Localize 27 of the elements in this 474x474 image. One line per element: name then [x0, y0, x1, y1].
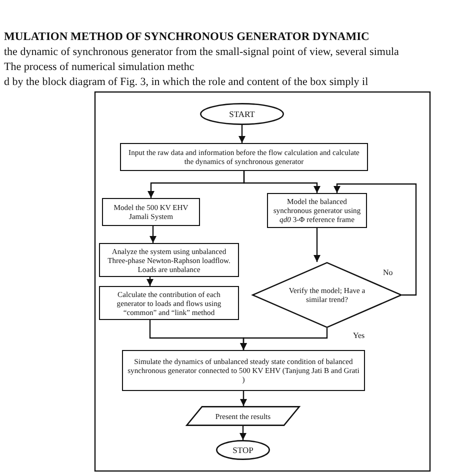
process-box — [99, 286, 239, 320]
body-text: the dynamic of synchronous generator from the small-signal point of view, several simula — [4, 46, 399, 59]
terminal-oval — [200, 103, 284, 125]
process-box — [99, 243, 239, 277]
process-box — [267, 193, 367, 228]
section-heading: MULATION METHOD OF SYNCHRONOUS GENERATOR DYNAMIC — [4, 31, 370, 44]
process-box — [102, 198, 200, 226]
arrow — [243, 171, 320, 193]
decision-diamond — [252, 262, 402, 328]
arrow — [150, 226, 156, 243]
node-text: START — [229, 110, 255, 118]
terminal-oval — [216, 440, 270, 460]
node-text: STOP — [232, 446, 254, 454]
arrow — [238, 125, 246, 143]
arrow — [314, 228, 320, 262]
arrow — [334, 183, 417, 296]
process-box — [122, 350, 365, 391]
arrow — [149, 320, 247, 350]
arrow — [146, 277, 154, 286]
edge-label: No — [382, 268, 394, 277]
body-text: d by the block diagram of Fig. 3, in which the role and content of the box simply il — [4, 76, 368, 89]
arrow — [240, 391, 247, 406]
body-text: The process of numerical simulation methc — [4, 61, 194, 74]
edge-label: Yes — [352, 331, 366, 340]
arrow — [240, 426, 246, 440]
output-parallelogram — [186, 406, 300, 426]
process-box — [120, 143, 368, 171]
